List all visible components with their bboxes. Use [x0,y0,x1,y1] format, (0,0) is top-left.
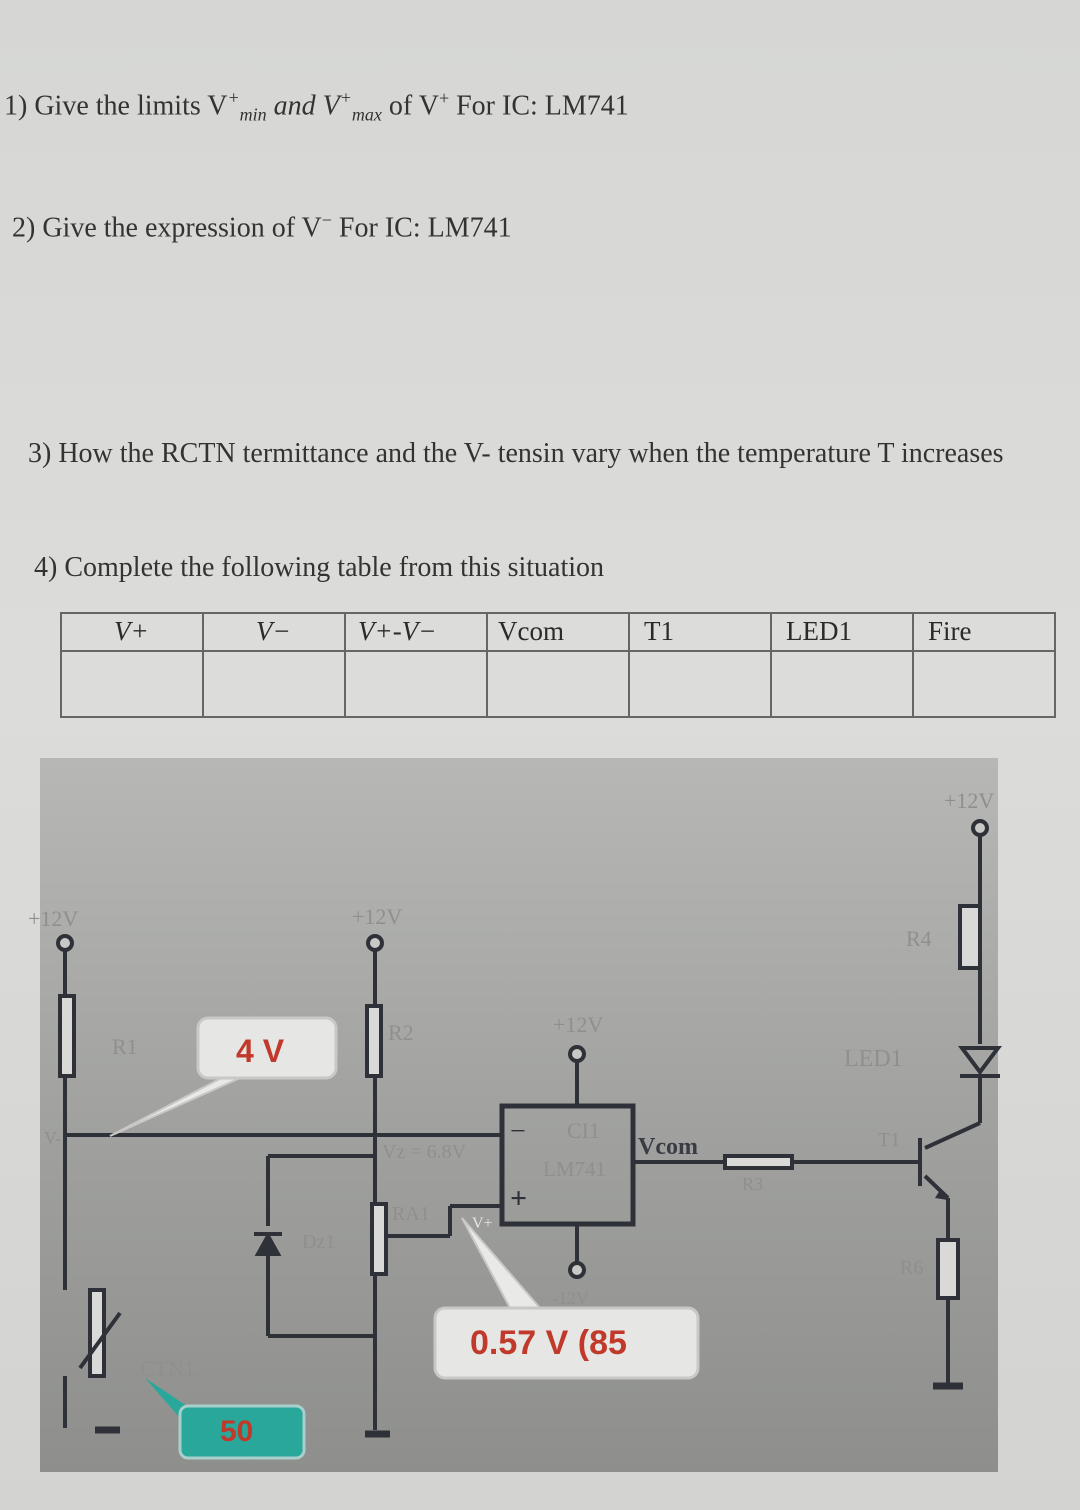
ra1-potentiometer [370,1202,388,1276]
table-header: V+ [60,612,204,652]
r1-label: R1 [112,1034,138,1059]
table-header: V+-V− [344,612,488,652]
supply-label: +12V [944,788,994,813]
supply-label: +12V [28,906,78,931]
question-1: 1) Give the limits V+min and V+max of V+… [4,88,629,126]
subscript: max [351,104,382,125]
r6-resistor [936,1238,960,1300]
superscript: + [339,88,352,108]
table-header: V− [202,612,346,652]
r3-resistor [723,1154,794,1170]
dz-label: Dz1 [302,1231,335,1253]
question-text: Complete the following table from this s… [64,552,605,583]
question-number: 2) [12,212,36,244]
r4-label: R4 [906,926,932,951]
table-header: Vcom [486,612,630,652]
opamp-minus-label: − [510,1116,526,1147]
question-text: How the RCTN termittance and the V- tens… [58,438,1004,469]
question-text: Give the expression of V [42,212,322,244]
answer-table: V+ V− V+-V− Vcom T1 LED1 Fire [60,612,1056,718]
r4-resistor [958,904,982,970]
table-cell[interactable] [770,650,914,718]
wires [63,836,982,1430]
transistor-arrow-icon [935,1190,948,1200]
question-text: of V [381,90,439,122]
question-text: Give the limits V [34,90,228,122]
ctn-value: 50 [220,1415,253,1448]
supply-terminals [56,819,989,1279]
vcom-label: Vcom [638,1134,698,1160]
question-4: 4) Complete the following table from thi… [34,552,604,584]
supply-label: +12V [553,1012,603,1037]
r6-label: R6 [900,1257,923,1279]
superscript: + [438,88,450,108]
table-cell[interactable] [912,650,1056,718]
ctn-label: CTN1 [140,1356,195,1381]
r2-resistor [365,1004,383,1078]
supply-label: +12V [352,904,402,929]
ctn-callout [178,1404,306,1460]
r1-resistor [58,994,76,1078]
question-3: 3) How the RCTN termittance and the V- t… [28,438,1004,470]
circuit-diagram: +12V +12V +12V +12V -12V R1 R2 R3 R4 R6 … [28,788,1002,1460]
led-icon [958,1046,1002,1078]
table-row [60,650,1056,718]
zener-diode-icon [254,1231,282,1256]
vz-label: Vz = 6.8V [382,1141,467,1163]
vplus-callout [433,1306,700,1380]
vplus-node-label: V+ [472,1215,493,1232]
ground-symbols [95,1382,963,1438]
opamp-body [499,1103,636,1227]
question-number: 4) [34,552,58,583]
table-cell[interactable] [628,650,772,718]
r3-label: R3 [742,1174,763,1194]
led-label: LED1 [844,1046,903,1072]
table-cell[interactable] [486,650,630,718]
t1-label: T1 [878,1129,900,1151]
vminus-node-label: V- [44,1128,61,1148]
question-text: For IC: LM741 [449,90,629,122]
table-header: T1 [628,612,772,652]
subscript: min [239,104,267,125]
thermistor-slash [78,1311,122,1370]
question-number: 1) [4,90,28,122]
table-cell[interactable] [202,650,346,718]
table-cell[interactable] [344,650,488,718]
vplus-value: 0.57 V (85 [470,1324,627,1362]
table-cell[interactable] [60,650,204,718]
superscript: + [227,88,240,108]
table-header-row: V+ V− V+-V− Vcom T1 LED1 Fire [60,612,1056,652]
r2-label: R2 [388,1020,414,1045]
opamp-plus-label: + [510,1182,527,1215]
question-text: For IC: LM741 [331,212,512,244]
vminus-callout [196,1016,338,1080]
ic-label: LM741 [543,1157,606,1181]
question-number: 3) [28,438,52,469]
table-header: LED1 [770,612,914,652]
vminus-value: 4 V [236,1033,285,1069]
table-header: Fire [912,612,1056,652]
ctn-thermistor [88,1288,106,1378]
ra1-label: RA1 [392,1203,430,1225]
superscript: − [321,210,332,230]
question-2: 2) Give the expression of V− For IC: LM7… [12,210,512,244]
callout-pointer [145,1378,190,1418]
supply-label: -12V [552,1288,589,1308]
question-text: and V [266,90,340,122]
ic-ref-label: CI1 [567,1118,600,1143]
